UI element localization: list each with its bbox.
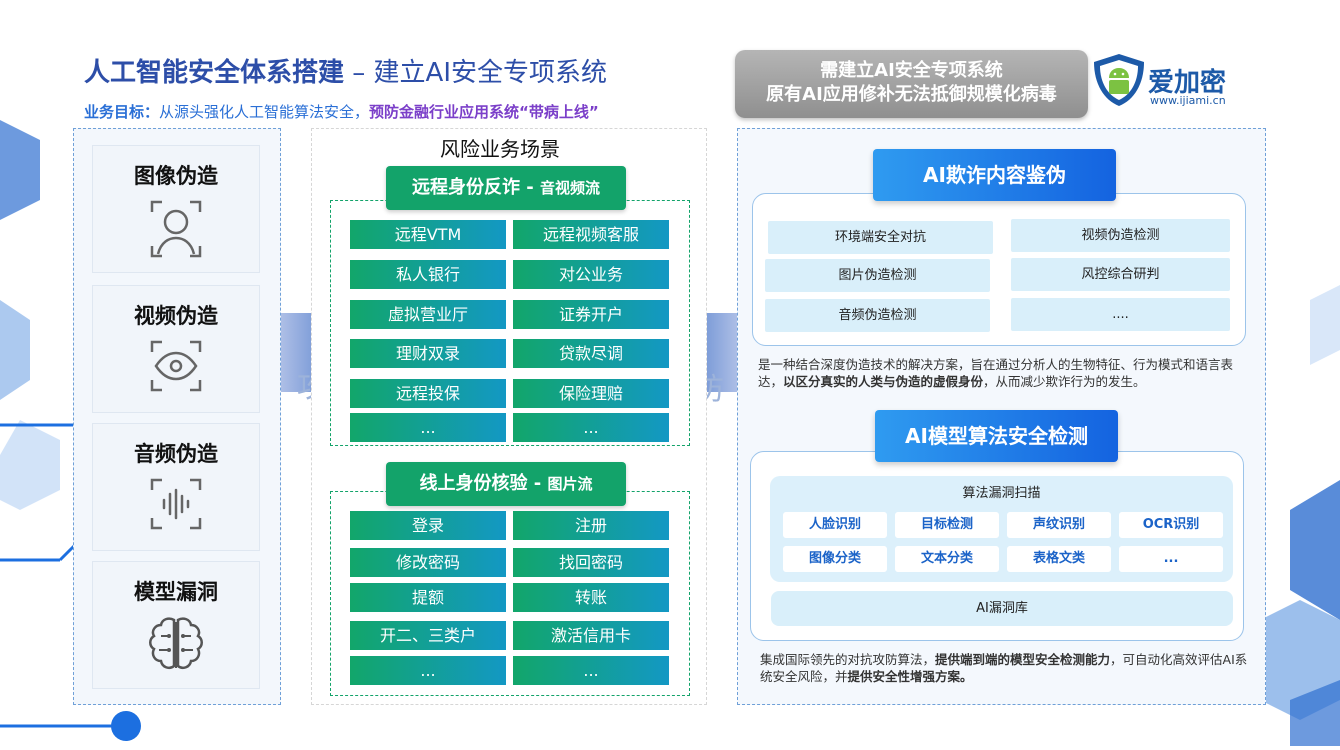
detection-item: 风控综合研判 [1011,258,1230,291]
threat-card-audio: 音频伪造 [92,423,260,551]
goal-text: 从源头强化人工智能算法安全， [159,103,370,121]
scenario-item: 转账 [513,583,669,612]
scenario-item: 远程投保 [350,379,506,408]
scenario-item: 证券开户 [513,300,669,329]
section2-head-small: 图片流 [547,475,593,493]
scenario-item: 远程视频客服 [513,220,669,249]
scenario-item: 私人银行 [350,260,506,289]
threat-card-video: 视频伪造 [92,285,260,413]
section1-head-small: 音视频流 [540,179,601,197]
desc-text: ，从而减少欺诈行为的发生。 [983,374,1146,389]
detection-item: .... [1011,298,1230,331]
desc-text: 是一种结合深度伪造技术的解决方案，旨在通过分析人的生物特征、行为模式和语言表达， [758,357,1234,389]
threat-label: 音频伪造 [134,442,218,466]
eye-scan-icon [150,340,202,392]
title-separator: – [344,58,374,88]
section2-head: 线上身份核验 - [419,473,548,494]
model-type-tag: 人脸识别 [783,512,887,538]
scenario-item: ... [513,413,669,442]
threat-card-model: 模型漏洞 [92,561,260,689]
scenario-item: ... [513,656,669,685]
detection-item: 视频伪造检测 [1011,219,1230,252]
logo-url: www.ijiami.cn [1150,94,1226,107]
fraud-detection-header: AI欺诈内容鉴伪 [873,149,1116,201]
title-main: 人工智能安全体系搭建 [84,58,345,88]
desc-bold: 提供安全性增强方案。 [847,669,973,684]
section2-header: 线上身份核验 - 图片流 [386,462,626,506]
desc-text: ，可自动化高效评估AI系统安全风险，并 [760,652,1248,684]
fraud-detection-description: 是一种结合深度伪造技术的解决方案，旨在通过分析人的生物特征、行为模式和语言表达，… [758,356,1250,390]
threat-card-image: 图像伪造 [92,145,260,273]
scenario-item: 对公业务 [513,260,669,289]
vuln-scan-title: 算法漏洞扫描 [962,486,1041,501]
business-goal: 业务目标：从源头强化人工智能算法安全，预防金融行业应用系统“带病上线” [84,101,599,122]
goal-label: 业务目标： [84,103,160,121]
scenario-item: 贷款尽调 [513,339,669,368]
threat-label: 图像伪造 [134,164,218,188]
banner: 需建立AI安全专项系统 原有AI应用修补无法抵御规模化病毒 [735,50,1088,118]
scenario-item: 开二、三类户 [350,621,506,650]
detection-item: 环境端安全对抗 [768,221,993,254]
logo-name: 爱加密 [1148,68,1227,98]
model-type-tag: 目标检测 [895,512,999,538]
audio-wave-icon [150,478,202,530]
scenario-item: 保险理赔 [513,379,669,408]
scenario-item: ... [350,413,506,442]
brain-circuit-icon [149,617,203,670]
model-security-description: 集成国际领先的对抗攻防算法，提供端到端的模型安全检测能力，可自动化高效评估AI系… [760,651,1250,685]
desc-text: 集成国际领先的对抗攻防算法， [760,652,936,667]
scenario-item: ... [350,656,506,685]
section1-header: 远程身份反诈 - 音视频流 [386,166,626,210]
model-type-tag: OCR识别 [1119,512,1223,538]
ai-vuln-library: AI漏洞库 [771,591,1233,626]
scenario-item: 修改密码 [350,548,506,577]
scenario-item: 提额 [350,583,506,612]
scenario-item: 激活信用卡 [513,621,669,650]
detection-item: 音频伪造检测 [765,299,990,332]
model-type-tag: 表格文类 [1007,546,1111,572]
scenario-item: 找回密码 [513,548,669,577]
banner-line1: 需建立AI安全专项系统 [820,60,1003,81]
desc-bold: 提供端到端的模型安全检测能力 [935,652,1111,667]
goal-emphasis: 预防金融行业应用系统“带病上线” [369,103,599,121]
section1-head: 远程身份反诈 - [411,177,540,198]
page-title: 人工智能安全体系搭建 – 建立AI安全专项系统 [84,52,607,89]
scenario-title: 风险业务场景 [440,137,560,161]
scenario-item: 理财双录 [350,339,506,368]
title-sub: 建立AI安全专项系统 [373,58,608,88]
ijiami-logo-icon [1094,54,1144,106]
scenario-item: 注册 [513,511,669,540]
threat-label: 模型漏洞 [134,580,218,604]
model-security-header: AI模型算法安全检测 [875,410,1118,462]
face-scan-icon [150,200,202,258]
threat-panel: 图像伪造 视频伪造 音频伪造 模型漏洞 [73,128,281,705]
banner-line2: 原有AI应用修补无法抵御规模化病毒 [766,84,1057,105]
scenario-item: 虚拟营业厅 [350,300,506,329]
scenario-item: 远程VTM [350,220,506,249]
model-type-tag: ... [1119,546,1223,572]
desc-bold: 以区分真实的人类与伪造的虚假身份 [783,374,984,389]
model-type-tag: 图像分类 [783,546,887,572]
model-type-tag: 文本分类 [895,546,999,572]
model-type-tag: 声纹识别 [1007,512,1111,538]
threat-label: 视频伪造 [134,304,218,328]
detection-item: 图片伪造检测 [765,259,990,292]
scenario-item: 登录 [350,511,506,540]
